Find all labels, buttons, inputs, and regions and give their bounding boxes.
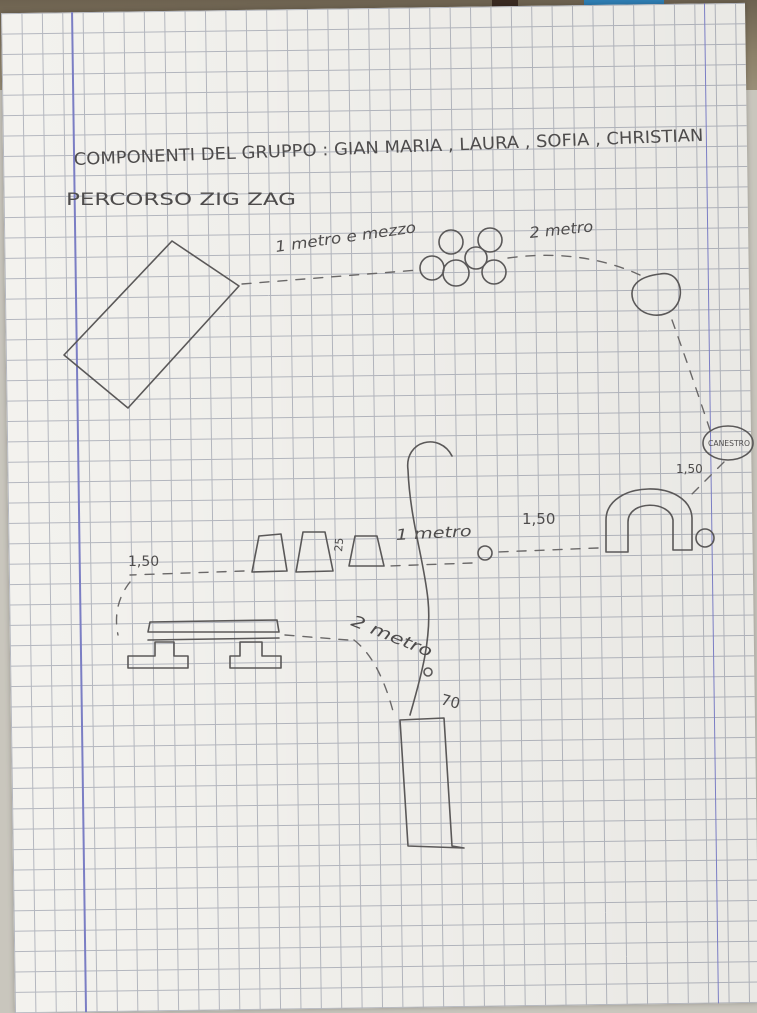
dashed-path-rings-to-ball: [508, 255, 640, 275]
course-title: PERCORSO ZIG ZAG: [66, 190, 296, 210]
dashed-path-left-down: [117, 582, 131, 635]
cone-trapezoid-3: [349, 536, 384, 566]
cone-trapezoid-2: [296, 532, 333, 572]
label-one-meter: 1 metro: [395, 522, 472, 544]
bench-drawing: [128, 620, 281, 668]
label-two-meter-curve: 2 metro: [349, 611, 436, 661]
dashed-path-ball-to-basket: [672, 320, 710, 430]
label-basket: CANESTRO: [708, 439, 750, 448]
winding-path-line: [408, 442, 452, 715]
dashed-path-bench-right: [285, 635, 348, 640]
label-one-and-half-meter: 1 metro e mezzo: [274, 218, 417, 256]
dashed-path-bench-to-column: [354, 640, 394, 715]
arch-drawing: [606, 489, 692, 552]
dashed-path-mat-to-rings: [242, 270, 418, 284]
label-seventy: 70: [439, 690, 462, 712]
small-cone-drawing: [696, 529, 714, 547]
small-ring-marker: [424, 668, 432, 676]
cone-trapezoid-1: [252, 534, 287, 572]
tilted-mat-drawing: [64, 241, 239, 408]
group-members-heading: COMPONENTI DEL GRUPPO : GIAN MARIA , LAU…: [73, 126, 703, 170]
dashed-path-arch-to-marker: [498, 548, 598, 552]
label-two-meter-rings: 2 metro: [529, 217, 595, 242]
dashed-path-marker-to-cones: [388, 563, 472, 566]
dashed-path-cones-to-left: [130, 571, 244, 575]
label-dist-arch: 1,50: [522, 510, 555, 528]
small-marker-drawing: [478, 546, 492, 560]
label-dist-left: 1,50: [128, 554, 159, 570]
label-dist-basket: 1,50: [676, 462, 703, 476]
rings-cluster-drawing: [420, 228, 506, 286]
ball-drawing: [632, 274, 680, 316]
tall-column-drawing: [400, 718, 464, 848]
label-height-25: 25: [332, 537, 346, 552]
